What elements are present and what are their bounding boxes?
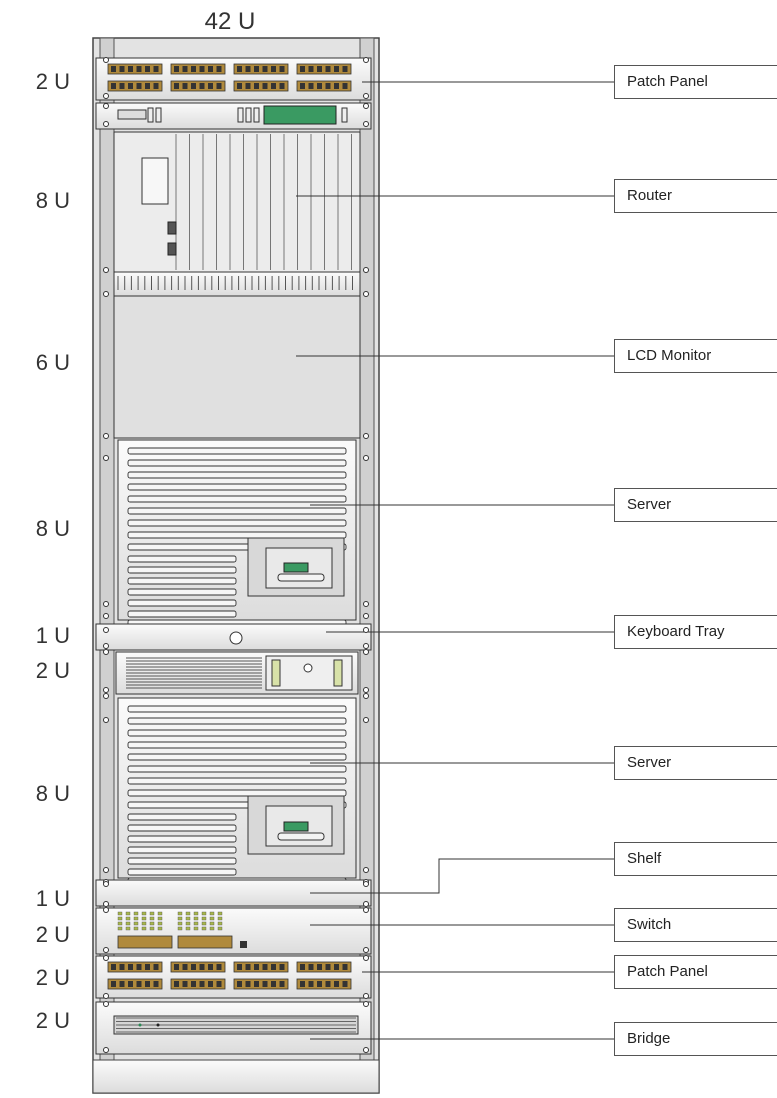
unit-label-keyboard-tray: 1 U <box>35 623 70 648</box>
callout-patch-panel-bottom: Patch Panel <box>614 955 777 989</box>
callout-router: Router <box>614 179 777 213</box>
callout-keyboard-tray: Keyboard Tray <box>614 615 777 649</box>
callout-bridge: Bridge <box>614 1022 777 1056</box>
unit-label-server-top: 8 U <box>35 516 70 541</box>
unit-label-lcd-monitor: 6 U <box>35 350 70 375</box>
unit-label-bridge: 2 U <box>35 1008 70 1033</box>
server-bottom <box>117 697 357 885</box>
patch-panel-top <box>95 57 372 101</box>
unit-label-patch-panel-top: 2 U <box>35 69 70 94</box>
rail-screws <box>103 57 369 1053</box>
router <box>95 102 372 297</box>
unit-label-switch: 2 U <box>35 922 70 947</box>
callout-server-top: Server <box>614 488 777 522</box>
callout-lines <box>296 81 614 1040</box>
callout-switch: Switch <box>614 908 777 942</box>
server-top <box>117 439 357 627</box>
lcd-monitor <box>113 295 361 439</box>
ups-unit <box>115 651 359 695</box>
unit-label-ups: 2 U <box>35 658 70 683</box>
rack-total-label: 42 U <box>204 8 256 35</box>
unit-label-server-bottom: 8 U <box>35 781 70 806</box>
unit-label-shelf: 1 U <box>35 886 70 911</box>
callout-shelf: Shelf <box>614 842 777 876</box>
unit-label-patch-panel-bottom: 2 U <box>35 965 70 990</box>
callout-lcd-monitor: LCD Monitor <box>614 339 777 373</box>
switch <box>95 907 372 955</box>
unit-label-router: 8 U <box>35 188 70 213</box>
keyboard-tray <box>95 623 372 651</box>
patch-panel-bottom <box>95 955 372 999</box>
bridge <box>95 1001 372 1055</box>
callout-patch-panel-top: Patch Panel <box>614 65 777 99</box>
callout-server-bottom: Server <box>614 746 777 780</box>
